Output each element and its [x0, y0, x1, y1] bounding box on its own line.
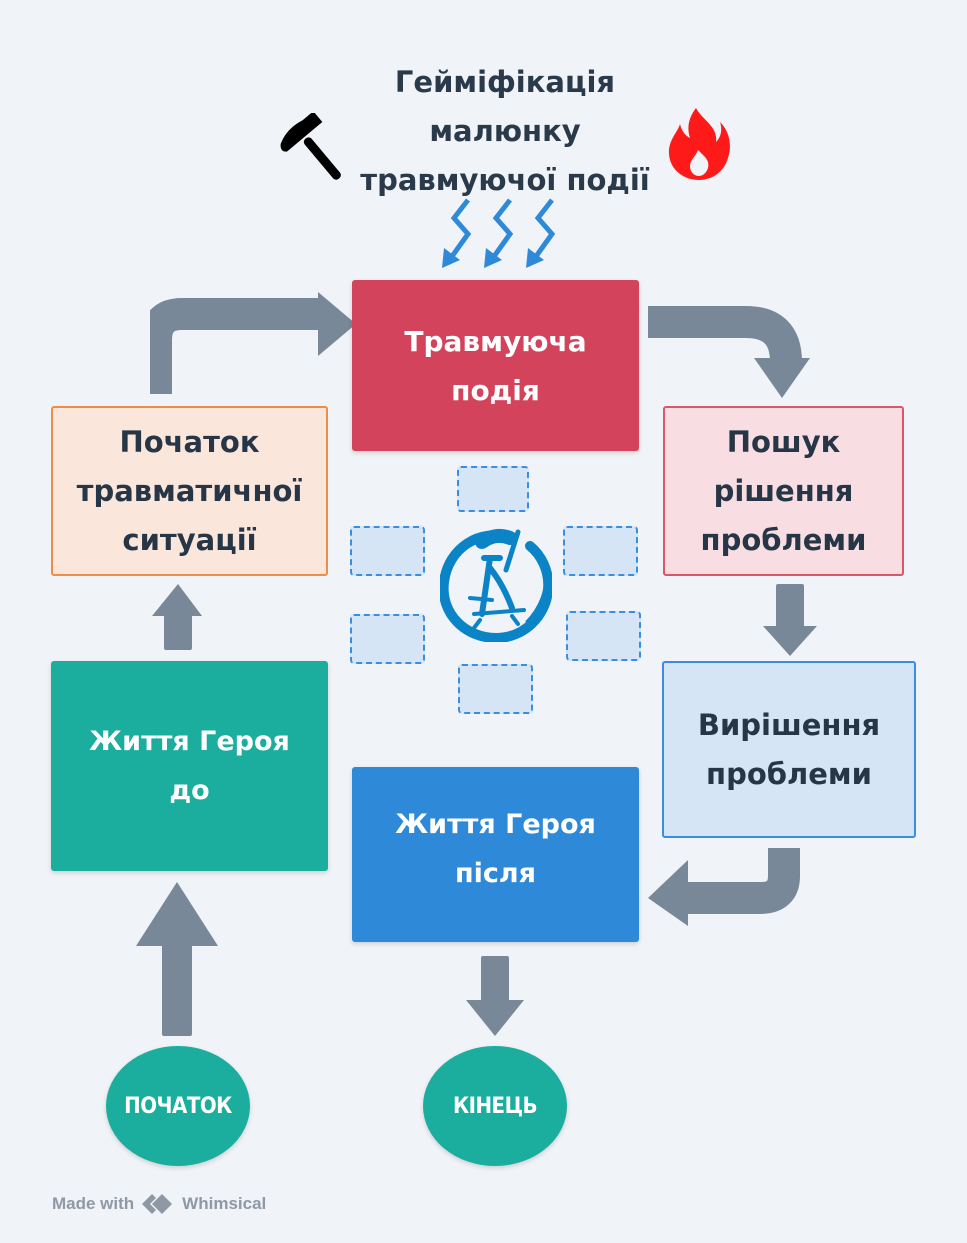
lightning-arrows-icon: [442, 198, 556, 268]
node-life-after-label: Життя Героя після: [395, 809, 596, 889]
node-resolution[interactable]: Вирішення проблеми: [662, 661, 916, 838]
hammer-icon: [280, 113, 341, 180]
placeholder-box[interactable]: [566, 611, 641, 661]
arrow-resolution-to-after: [648, 848, 800, 926]
node-life-after[interactable]: Життя Героя після: [352, 767, 639, 942]
placeholder-box[interactable]: [563, 526, 638, 576]
node-start[interactable]: ПОЧАТОК: [106, 1046, 250, 1166]
footer-brand: Whimsical: [182, 1194, 267, 1213]
node-life-before-label: Життя Героя до: [89, 726, 290, 806]
fire-icon: [668, 108, 730, 180]
node-end[interactable]: КІНЕЦЬ: [423, 1046, 567, 1166]
whimsical-logo-icon: [142, 1194, 173, 1214]
placeholder-box[interactable]: [350, 614, 425, 664]
node-resolution-label: Вирішення проблеми: [697, 707, 881, 791]
placeholder-box[interactable]: [457, 466, 529, 512]
footer-made-with: Made with: [52, 1194, 135, 1213]
diagram-title: Гейміфікація малюнку травмуючої події: [360, 65, 650, 197]
arrow-before-to-start-situation: [152, 584, 202, 650]
node-life-before[interactable]: Життя Героя до: [51, 661, 328, 871]
placeholder-box[interactable]: [350, 526, 425, 576]
arrow-search-to-resolution: [763, 584, 817, 656]
node-end-label: КІНЕЦЬ: [452, 1093, 538, 1119]
placeholder-box[interactable]: [458, 664, 533, 714]
arrow-start-to-before: [136, 882, 218, 1036]
node-traumatic-event-label: Травмуюча подія: [404, 324, 587, 407]
node-start-situation[interactable]: Початок травматичної ситуації: [51, 406, 328, 576]
arrow-after-to-end: [466, 956, 524, 1036]
node-start-situation-label: Початок травматичної ситуації: [76, 424, 303, 557]
node-search-solution[interactable]: Пошук рішення проблеми: [663, 406, 904, 576]
node-start-label: ПОЧАТОК: [124, 1093, 232, 1119]
arrow-event-to-search: [648, 306, 810, 398]
arrow-start-to-event: [150, 292, 356, 394]
node-traumatic-event[interactable]: Травмуюча подія: [352, 280, 639, 451]
footer-watermark[interactable]: Made with Whimsical: [52, 1192, 266, 1216]
node-search-solution-label: Пошук рішення проблеми: [700, 424, 867, 557]
studio-logo-icon: [440, 528, 552, 642]
